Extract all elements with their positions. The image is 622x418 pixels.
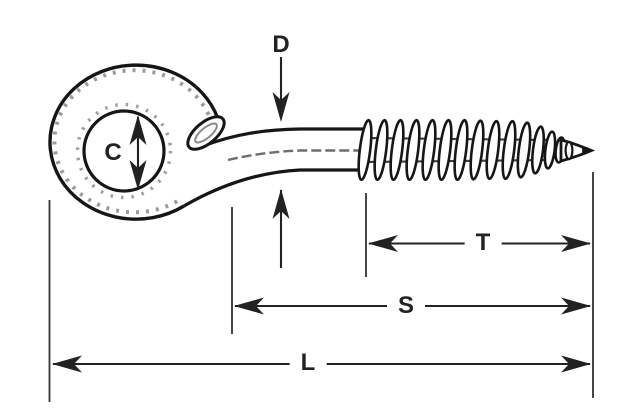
eye-inner-diameter-label: C [104, 139, 122, 166]
thread-crest [501, 119, 517, 181]
wire-cut-end [186, 115, 226, 151]
shank-bottom-edge [183, 168, 367, 208]
thread-crest [437, 118, 453, 182]
dimension-C [129, 115, 147, 190]
eye-loop-outer-edge [48, 63, 220, 221]
thread-length-label: T [464, 231, 502, 255]
thread-crest [469, 119, 485, 181]
screw-tip-point [580, 146, 592, 156]
thread-crest [389, 118, 405, 182]
thread-crest [453, 118, 469, 182]
eye-loop-inner-shading [75, 102, 173, 200]
thread-crest [357, 118, 373, 182]
thread-crest [405, 118, 421, 182]
eye-inner-edge [82, 109, 166, 193]
dimension-D [272, 57, 290, 268]
thread-crest [516, 121, 532, 179]
wire-diameter-label: D [272, 31, 290, 58]
shank-top-edge [202, 127, 367, 148]
thread-crest [485, 119, 501, 181]
wire-cut-end-shading [194, 122, 218, 144]
thread-crest [421, 118, 437, 182]
thread-crest [373, 118, 389, 182]
overall-length-label: L [289, 351, 327, 375]
thread-crest [530, 125, 546, 175]
screw-tip-ridge [564, 140, 574, 161]
screw-eye-figure [48, 63, 596, 221]
shank-shading [227, 149, 360, 162]
thread-crests [357, 118, 566, 182]
shank-length-label: S [386, 294, 426, 318]
